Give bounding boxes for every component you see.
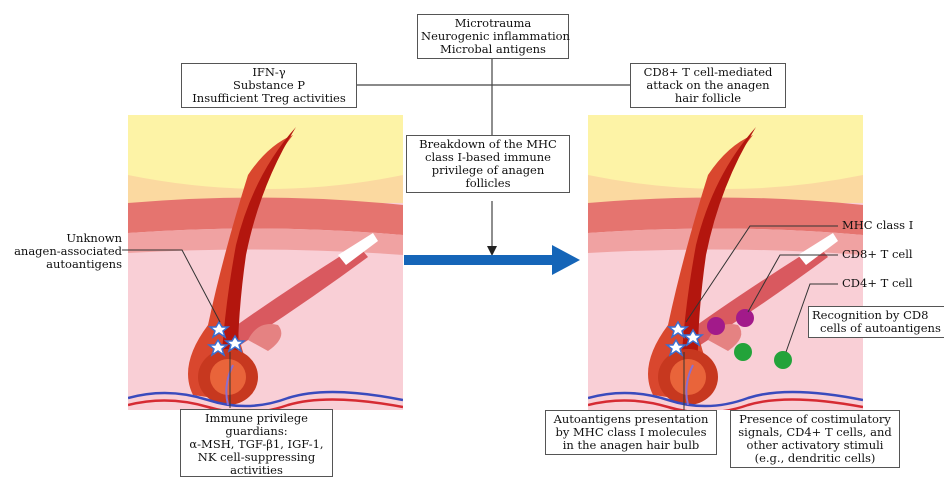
cd8-t-cell-1 [707, 317, 725, 335]
triggers-box: Microtrauma Neurogenic inflammation Micr… [417, 14, 569, 59]
guardians-box: Immune privilege guardians: α-MSH, TGF-β… [180, 409, 333, 477]
right-skin-panel [588, 115, 863, 413]
cd4-t-cell-1 [734, 343, 752, 361]
cofactors-line-3: Insufficient Treg activities [185, 92, 353, 105]
presentation-line-3: in the anagen hair bulb [549, 439, 713, 452]
recognition-box: Recognition by CD8 cells of autoantigens [808, 306, 944, 338]
attack-line-3: hair follicle [634, 92, 782, 105]
recognition-line-2: cells of autoantigens [812, 322, 941, 335]
cd8-t-cell-2 [736, 309, 754, 327]
presentation-box: Autoantigens presentation by MHC class I… [545, 410, 717, 455]
cd4-t-cell-2 [774, 351, 792, 369]
mhc-class-i-label: MHC class I [842, 219, 913, 232]
cd8-t-cell-label: CD8+ T cell [842, 248, 913, 261]
costim-line-4: (e.g., dendritic cells) [734, 452, 896, 465]
autoantigens-label: Unknown anagen-associated autoantigens [0, 232, 122, 271]
guardians-line-5: activities [184, 464, 329, 477]
attack-box: CD8+ T cell-mediated attack on the anage… [630, 63, 786, 108]
cd4-t-cell-label: CD4+ T cell [842, 277, 913, 290]
breakdown-line-4: follicles [410, 177, 566, 190]
autoantigens-line-3: autoantigens [0, 258, 122, 271]
costimulation-box: Presence of costimulatory signals, CD4+ … [730, 410, 900, 468]
breakdown-box: Breakdown of the MHC class I-based immun… [406, 135, 570, 193]
cofactors-box: IFN-γ Substance P Insufficient Treg acti… [181, 63, 357, 108]
triggers-line-3: Microbal antigens [421, 43, 565, 56]
left-skin-panel [128, 115, 403, 413]
